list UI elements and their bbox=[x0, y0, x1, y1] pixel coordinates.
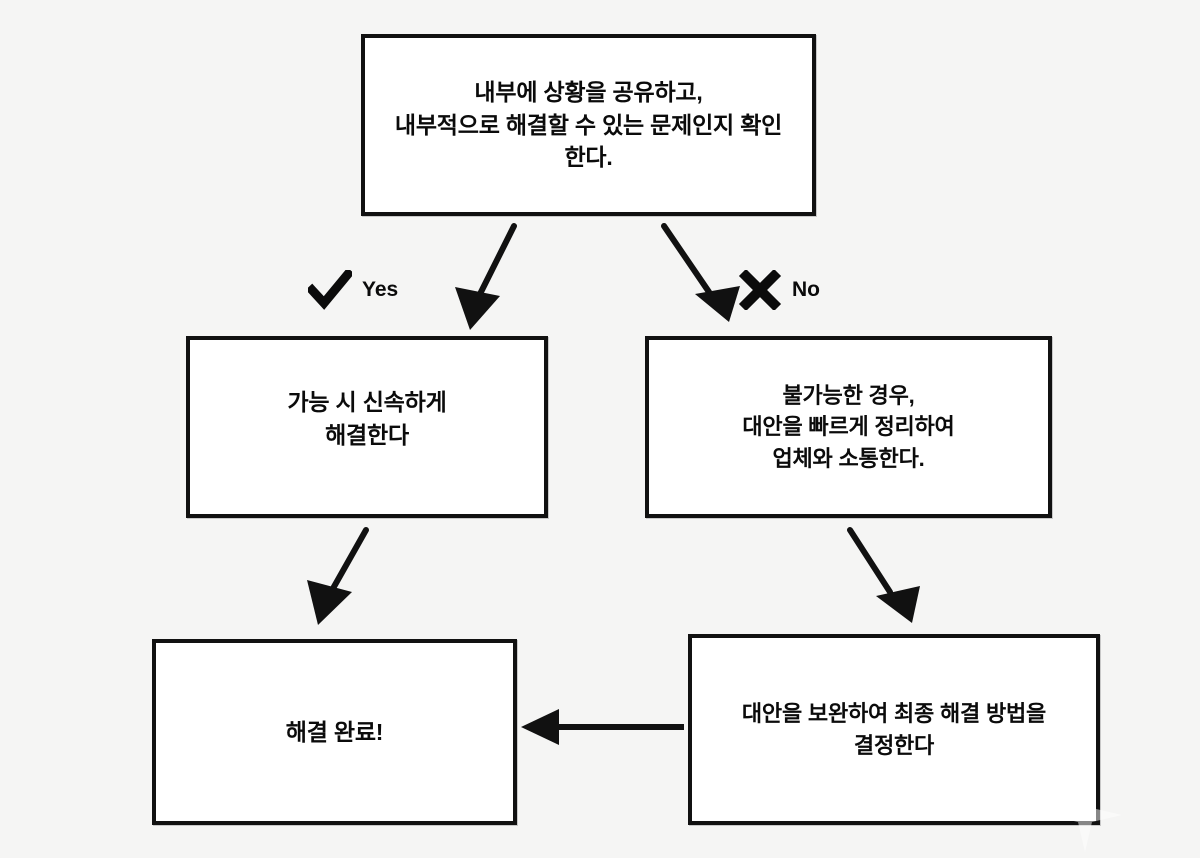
branch-label-no-text: No bbox=[792, 278, 820, 301]
edge-resolve-to-done bbox=[307, 527, 369, 625]
node-final-label: 대안을 보완하여 최종 해결 방법을 결정한다 bbox=[741, 701, 1047, 758]
edge-start-to-resolve bbox=[455, 223, 517, 330]
node-alt[interactable]: 불가능한 경우, 대안을 빠르게 정리하여 업체와 소통한다. bbox=[645, 336, 1052, 518]
branch-label-no: No bbox=[738, 270, 820, 310]
check-mark-icon bbox=[308, 270, 352, 310]
edge-start-to-alt bbox=[661, 223, 740, 322]
edge-alt-to-final bbox=[847, 527, 920, 623]
node-resolve[interactable]: 가능 시 신속하게 해결한다 bbox=[186, 336, 548, 518]
node-done-label: 해결 완료! bbox=[285, 718, 384, 745]
node-alt-label: 불가능한 경우, 대안을 빠르게 정리하여 업체와 소통한다. bbox=[742, 383, 955, 471]
node-final[interactable]: 대안을 보완하여 최종 해결 방법을 결정한다 bbox=[688, 634, 1100, 825]
node-resolve-label: 가능 시 신속하게 해결한다 bbox=[287, 389, 447, 448]
branch-label-yes-text: Yes bbox=[362, 278, 399, 301]
branch-label-yes: Yes bbox=[308, 270, 398, 310]
cross-mark-icon bbox=[738, 270, 782, 310]
edge-final-to-done bbox=[521, 709, 684, 745]
node-done[interactable]: 해결 완료! bbox=[152, 639, 517, 825]
node-start-label: 내부에 상황을 공유하고, 내부적으로 해결할 수 있는 문제인지 확인 한다. bbox=[394, 79, 783, 171]
node-start[interactable]: 내부에 상황을 공유하고, 내부적으로 해결할 수 있는 문제인지 확인 한다. bbox=[361, 34, 816, 216]
